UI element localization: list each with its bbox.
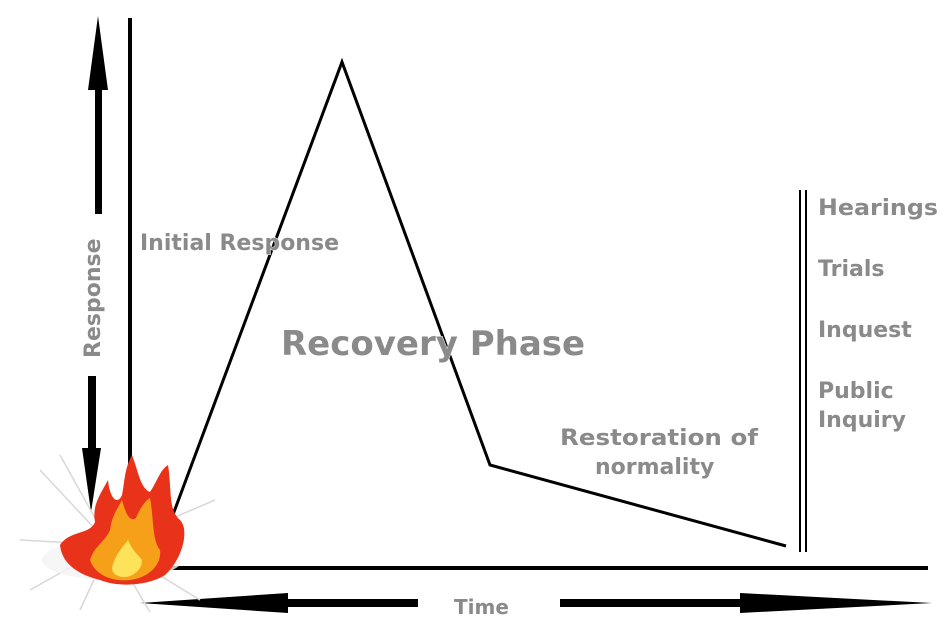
- fire-icon: [19, 454, 216, 613]
- response-down-arrow: [82, 376, 101, 512]
- restoration-label-line2: normality: [595, 455, 714, 480]
- response-curve: [166, 57, 787, 548]
- response-axis-label: Response: [81, 239, 106, 359]
- time-right-arrow: [560, 593, 932, 613]
- post-event-inquiry: Inquiry: [818, 408, 906, 433]
- time-left-arrow: [140, 593, 418, 613]
- post-event-hearings: Hearings: [818, 196, 938, 221]
- restoration-label-line1: Restoration of: [560, 426, 758, 451]
- post-event-public: Public: [818, 379, 894, 404]
- response-up-arrow: [88, 16, 108, 214]
- initial-response-label: Initial Response: [140, 231, 339, 256]
- time-axis-label: Time: [454, 595, 509, 617]
- post-event-trials: Trials: [818, 257, 884, 282]
- post-event-inquest: Inquest: [818, 318, 912, 343]
- recovery-phase-label: Recovery Phase: [281, 324, 585, 364]
